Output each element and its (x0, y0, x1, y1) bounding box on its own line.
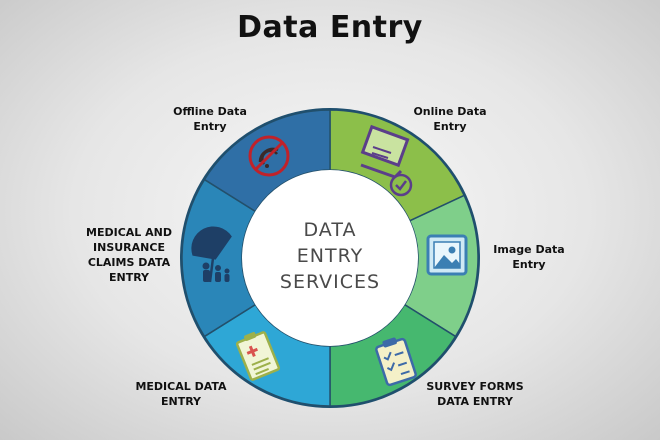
label-line: SURVEY FORMS (426, 380, 524, 393)
label-medical-insurance-claims: MEDICAL AND INSURANCE CLAIMS DATA ENTRY (64, 225, 194, 285)
page-title: Data Entry (237, 10, 423, 45)
clipboard-checklist-icon (375, 337, 417, 387)
no-wifi-icon (248, 135, 290, 177)
label-line: Image Data (493, 243, 565, 256)
center-text-line3: SERVICES (280, 271, 380, 293)
medical-report-icon (235, 331, 281, 381)
label-line: Entry (193, 120, 227, 133)
center-text-line1: DATA (304, 219, 357, 241)
label-line: INSURANCE (93, 241, 165, 254)
label-line: ENTRY (108, 271, 150, 284)
label-line: CLAIMS DATA (87, 256, 171, 269)
label-online-data-entry: Online Data Entry (390, 104, 510, 134)
center-text-line2: ENTRY (297, 245, 363, 267)
label-image-data-entry: Image Data Entry (470, 242, 588, 272)
label-line: MEDICAL AND (86, 226, 172, 239)
label-line: Entry (512, 258, 546, 271)
image-icon (426, 234, 468, 276)
label-line: ENTRY (160, 395, 202, 408)
label-line: DATA ENTRY (437, 395, 513, 408)
label-medical-data-entry: MEDICAL DATA ENTRY (126, 379, 236, 409)
label-line: Online Data (413, 105, 487, 118)
label-line: Entry (433, 120, 467, 133)
center-circle (242, 170, 418, 346)
label-line: MEDICAL DATA (135, 380, 227, 393)
label-line: Offline Data (173, 105, 247, 118)
ring-outline (180, 108, 480, 408)
laptop-check-icon (360, 124, 413, 197)
label-offline-data-entry: Offline Data Entry (150, 104, 270, 134)
label-survey-forms-data-entry: SURVEY FORMS DATA ENTRY (410, 379, 540, 409)
umbrella-family-icon (191, 226, 232, 283)
